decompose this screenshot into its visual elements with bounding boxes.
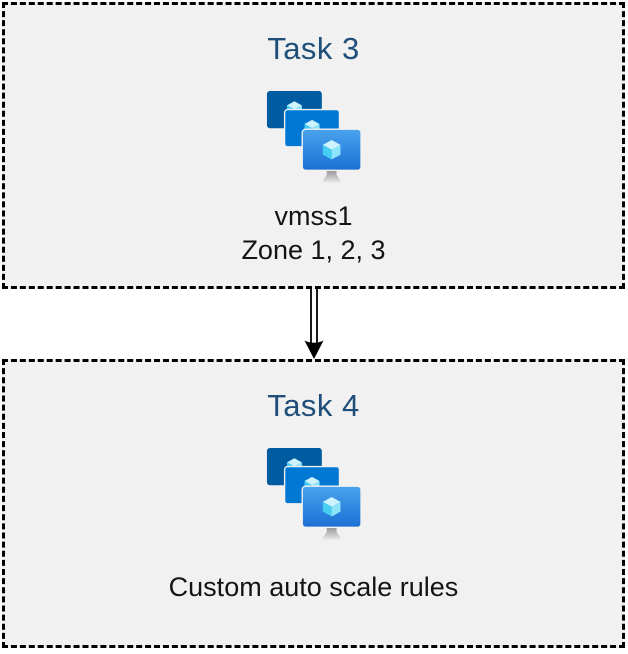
zones-label: Zone 1, 2, 3 [241, 235, 386, 265]
task4-box: Task 4 Custom auto scale rules [2, 359, 625, 648]
vmss-name-label: vmss1 [274, 201, 353, 231]
task3-box: Task 3 vmss1 Zone 1, 2, 3 [2, 2, 625, 289]
task3-caption-group: vmss1 Zone 1, 2, 3 [241, 199, 385, 267]
down-arrow-icon [304, 289, 324, 359]
vmss-icon [263, 89, 365, 187]
task4-title: Task 4 [267, 388, 360, 423]
autoscale-rules-label: Custom auto scale rules [168, 572, 459, 602]
vmss-icon [263, 446, 365, 544]
task3-title: Task 3 [267, 31, 360, 66]
task4-caption-group: Custom auto scale rules [169, 570, 459, 604]
